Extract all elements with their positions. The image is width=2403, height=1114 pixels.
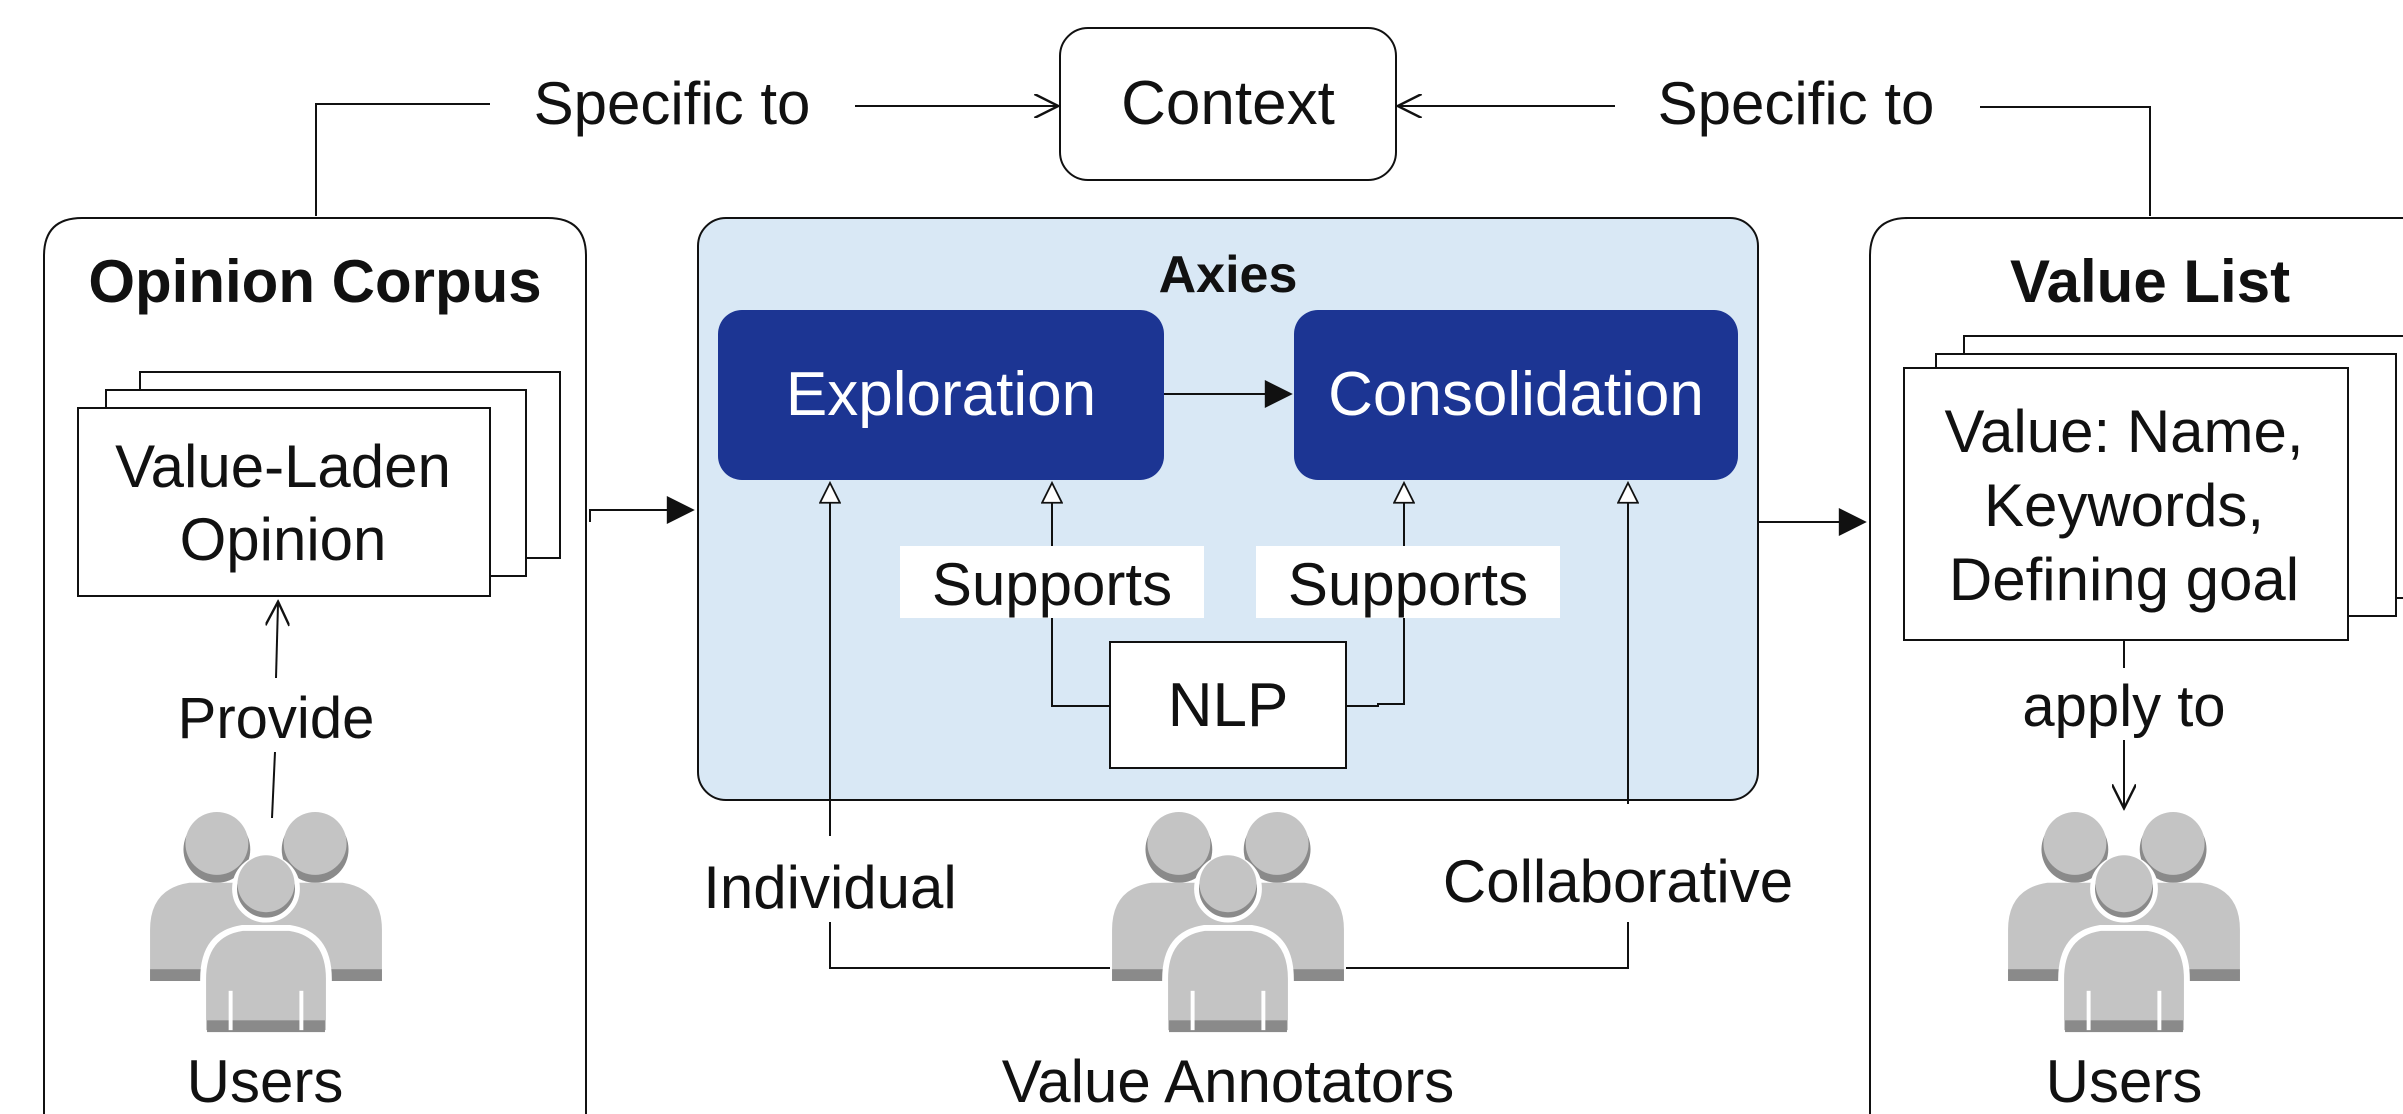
edge-line-left-vertical bbox=[315, 103, 490, 216]
consolidation-label: Consolidation bbox=[1328, 360, 1704, 429]
value-annotators-label: Value Annotators bbox=[1002, 1048, 1455, 1114]
valuelist-users-icon bbox=[2008, 812, 2240, 1033]
collaborative-label: Collaborative bbox=[1443, 848, 1793, 915]
corpus-users-label: Users bbox=[187, 1048, 344, 1114]
opinion-corpus-title: Opinion Corpus bbox=[88, 248, 541, 315]
specific-to-left-label: Specific to bbox=[534, 70, 811, 137]
value-list-panel: Value List Value: Name, Keywords, Defini… bbox=[1869, 217, 2403, 1114]
value-card-line3: Defining goal bbox=[1949, 546, 2299, 613]
exploration-box bbox=[718, 310, 1164, 480]
corpus-to-axies-arrow bbox=[589, 496, 695, 524]
supports-left-bg bbox=[900, 546, 1204, 618]
nlp-node: NLP bbox=[1109, 641, 1347, 769]
annotators-connector-right bbox=[1346, 922, 1629, 969]
nlp-box bbox=[1109, 641, 1347, 769]
value-laden-line1: Value-Laden bbox=[115, 433, 451, 500]
value-card-stack: Value: Name, Keywords, Defining goal bbox=[1903, 335, 2403, 641]
value-laden-opinion-stack: Value-Laden Opinion bbox=[77, 371, 561, 597]
edge-valuelist-specific-to-context: Specific to bbox=[1400, 70, 2151, 216]
supports-right-bg bbox=[1256, 546, 1560, 618]
edge-line-right-vertical bbox=[1980, 106, 2151, 216]
nlp-to-exploration-connector bbox=[1051, 618, 1110, 707]
annotators-connector-left bbox=[829, 922, 1110, 969]
axies-title: Axies bbox=[1159, 246, 1298, 304]
context-label: Context bbox=[1121, 69, 1335, 138]
individual-label: Individual bbox=[703, 854, 957, 921]
value-card-line1: Value: Name, bbox=[1944, 398, 2303, 465]
supports-left-label: Supports bbox=[932, 551, 1172, 618]
exploration-label: Exploration bbox=[786, 360, 1096, 429]
valuelist-users-label: Users bbox=[2046, 1048, 2203, 1114]
provide-label: Provide bbox=[178, 686, 375, 751]
consolidation-box bbox=[1294, 310, 1738, 480]
stack-card-front bbox=[77, 407, 491, 597]
provide-arrow-upper bbox=[276, 604, 278, 679]
annotators-users-icon bbox=[1112, 812, 1344, 1033]
value-laden-line2: Opinion bbox=[180, 506, 387, 573]
nlp-label: NLP bbox=[1168, 671, 1289, 740]
specific-to-right-label: Specific to bbox=[1658, 70, 1935, 137]
supports-right-label: Supports bbox=[1288, 551, 1528, 618]
consolidation-process: Consolidation bbox=[1294, 310, 1738, 480]
nlp-to-consolidation-connector bbox=[1346, 618, 1405, 707]
edge-corpus-specific-to-context: Specific to bbox=[315, 70, 1056, 216]
value-card-line2: Keywords, bbox=[1984, 472, 2264, 539]
context-node: Context bbox=[1059, 27, 1397, 181]
opinion-corpus-panel: Opinion Corpus Value-Laden Opinion Provi… bbox=[43, 217, 587, 1114]
exploration-process: Exploration bbox=[718, 310, 1164, 480]
value-card-front bbox=[1903, 367, 2349, 641]
value-list-title: Value List bbox=[2010, 248, 2290, 315]
provide-arrow-lower bbox=[271, 751, 276, 819]
axies-panel: Axies Exploration Consolidation Supports… bbox=[697, 217, 1759, 801]
apply-to-label: apply to bbox=[2022, 674, 2225, 739]
